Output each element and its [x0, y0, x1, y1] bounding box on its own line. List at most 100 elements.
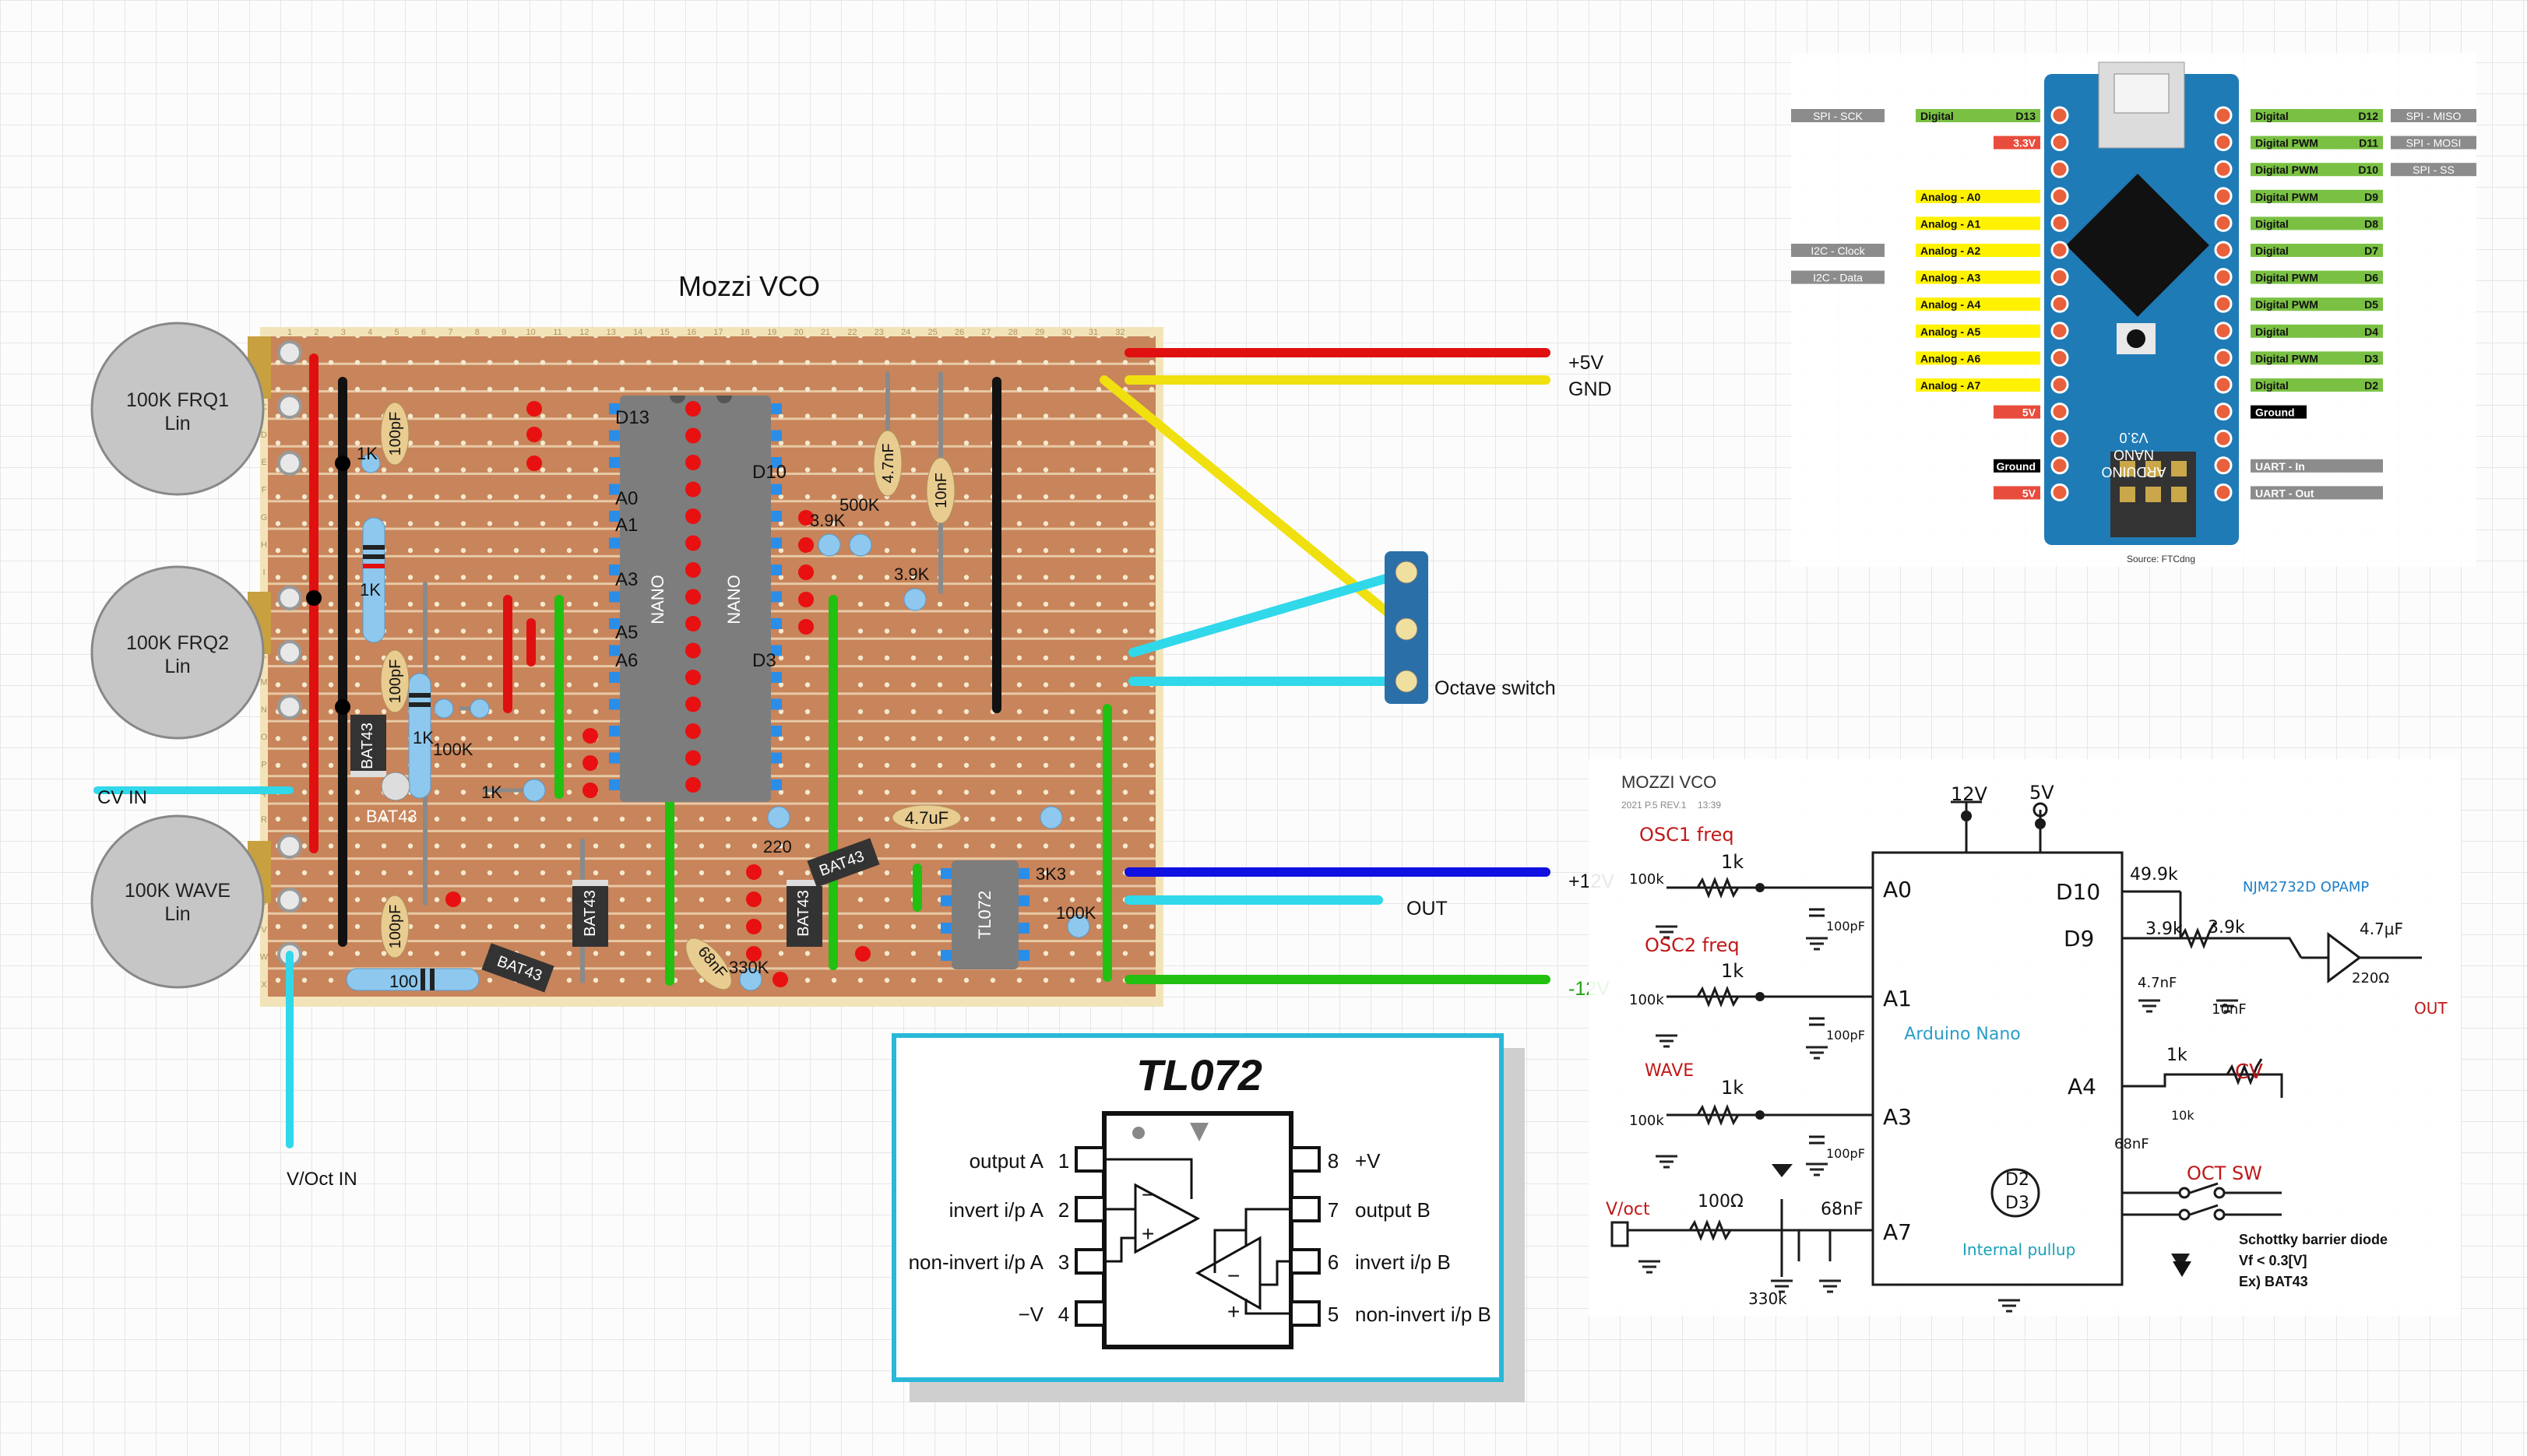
nano-pin-extra-text: SPI - MOSI	[2406, 137, 2462, 149]
pot-frq1[interactable]: 100K FRQ1 Lin	[90, 322, 271, 496]
nano-pin-name: 5V	[2022, 487, 2036, 499]
resistor-1k-d-label: 1K	[481, 783, 502, 802]
tl072-pin-number: 4	[1058, 1303, 1069, 1326]
resistor-1k-b-label: 1K	[357, 444, 378, 463]
sch-v12: 12V	[1951, 783, 1988, 805]
nano-pin-tag	[1994, 135, 2040, 149]
track-cut	[685, 455, 701, 470]
nano-pin-pad	[2214, 213, 2233, 232]
pot-frq1-sub: Lin	[164, 413, 190, 434]
nano-pin-tag	[1994, 405, 2040, 419]
svg-text:−: −	[1227, 1264, 1240, 1288]
sch-wave: WAVE	[1645, 1061, 1694, 1081]
sch-osc1: OSC1 freq	[1639, 824, 1734, 846]
nano-pin-func: Digital PWM	[2255, 164, 2318, 176]
svg-text:+: +	[1142, 1222, 1154, 1246]
sch-pin-a4: A4	[2068, 1074, 2096, 1099]
nano-pin-tag	[2251, 163, 2383, 177]
nano-pin-tag	[2251, 486, 2383, 500]
nano-pin-pad	[2050, 322, 2069, 340]
nano-pin-tag	[1916, 109, 2040, 122]
sch-opamp: NJM2732D OPAMP	[2243, 879, 2369, 895]
nano-pin	[771, 645, 782, 656]
nano-pin-name: D12	[2358, 110, 2378, 122]
pot-wave-label: 100K WAVE	[125, 880, 231, 902]
track-cut	[685, 723, 701, 739]
col-number: 1	[287, 328, 292, 337]
sch-pot-2: 100k	[1629, 992, 1664, 1008]
sch-pin-a3: A3	[1883, 1104, 1912, 1130]
schematic: MOZZI VCO 2021 P.5 REV.1 13:39	[1589, 759, 2461, 1316]
wire-junctions	[306, 455, 350, 715]
nano-pin-pad	[2214, 160, 2233, 178]
nano-pin-tag	[2251, 324, 2383, 338]
sch-r10k: 10k	[2171, 1108, 2194, 1123]
tl072-pin-name: invert i/p A	[949, 1198, 1044, 1222]
nano-pin-tag	[2251, 297, 2383, 311]
diode-bat43-a-label: BAT43	[359, 723, 376, 769]
tl072-pin-name: +V	[1355, 1149, 1381, 1173]
cap-4-7uf-label: 4.7uF	[905, 808, 949, 828]
nano-pin-func: Analog - A1	[1920, 217, 1980, 230]
nano-pin-tag	[1916, 216, 2040, 230]
nano-pin-pad	[2214, 241, 2233, 259]
pot-frq2[interactable]: 100K FRQ2 Lin	[90, 565, 271, 740]
nano-pin-name: D11	[2359, 137, 2378, 149]
col-number: 19	[767, 328, 776, 337]
tl072-pin-name: non-invert i/p B	[1355, 1303, 1491, 1326]
pot-lugs	[277, 340, 302, 967]
track-cut	[685, 508, 701, 524]
nano-pin-tag	[1916, 297, 2040, 311]
wire-cyan	[1128, 571, 1399, 657]
sch-pin-d10: D10	[2056, 879, 2100, 905]
nano-pin-pad	[2214, 348, 2233, 367]
sch-c68nf-cv: 68nF	[2114, 1136, 2149, 1152]
sch-r100: 100Ω	[1698, 1192, 1744, 1212]
sch-oct-sw: OCT SW	[2187, 1162, 2262, 1184]
nano-pin	[609, 564, 620, 575]
col-number: 16	[687, 328, 696, 337]
resistor-100	[346, 968, 480, 991]
pot-knob[interactable]	[90, 814, 265, 989]
nano-pin	[771, 537, 782, 549]
nano-pin	[771, 591, 782, 603]
row-letter: E	[261, 458, 266, 467]
nano-pin-tag	[2251, 405, 2307, 419]
track-cut	[685, 481, 701, 498]
nano-pin-name: D5	[2364, 298, 2378, 311]
tl072-pin-name: output A	[970, 1149, 1044, 1173]
nano-pin-name: D10	[2358, 164, 2378, 176]
nano-pin	[609, 457, 620, 468]
nano-pin-func: Digital PWM	[2255, 191, 2318, 203]
pin-a5-label: A5	[615, 622, 638, 643]
tl072-pin-number: 7	[1328, 1198, 1339, 1222]
tl072-title: TL072	[1136, 1050, 1262, 1099]
nano-pin-func: Digital	[2255, 217, 2289, 230]
nano-pin-extra	[1791, 270, 1885, 284]
nano-pin-func: Digital	[2255, 110, 2289, 122]
schematic-caps	[1809, 908, 1825, 1145]
resistor-100k-b-label: 100K	[1056, 903, 1096, 923]
pot-wave[interactable]: 100K WAVE Lin	[90, 814, 271, 989]
rail-gnd-label: GND	[1568, 378, 1612, 400]
track-cut	[685, 670, 701, 685]
octave-switch[interactable]: Octave switch	[1385, 551, 1556, 704]
cap-100pf-c-label: 100pF	[387, 905, 404, 949]
col-number: 31	[1089, 328, 1098, 337]
col-number: 17	[713, 328, 723, 337]
sch-pullup: Internal pullup	[1962, 1240, 2075, 1259]
diode-bat43-c-label: BAT43	[582, 890, 599, 937]
pot-knob[interactable]	[90, 322, 265, 496]
pot-knob[interactable]	[90, 565, 265, 740]
nano-pin	[771, 672, 782, 683]
nano-pin-name: D2	[2364, 379, 2378, 392]
nano-pin-func: Digital PWM	[2255, 352, 2318, 364]
diode-bat43-d-label: BAT43	[795, 890, 812, 937]
nano-pin-tag	[1916, 324, 2040, 338]
nano-pin-pad	[2214, 483, 2233, 501]
row-letter: G	[261, 513, 268, 522]
nano-pin-func: Digital	[2255, 244, 2289, 257]
nano-pin-extra-text: I2C - Clock	[1811, 244, 1865, 257]
